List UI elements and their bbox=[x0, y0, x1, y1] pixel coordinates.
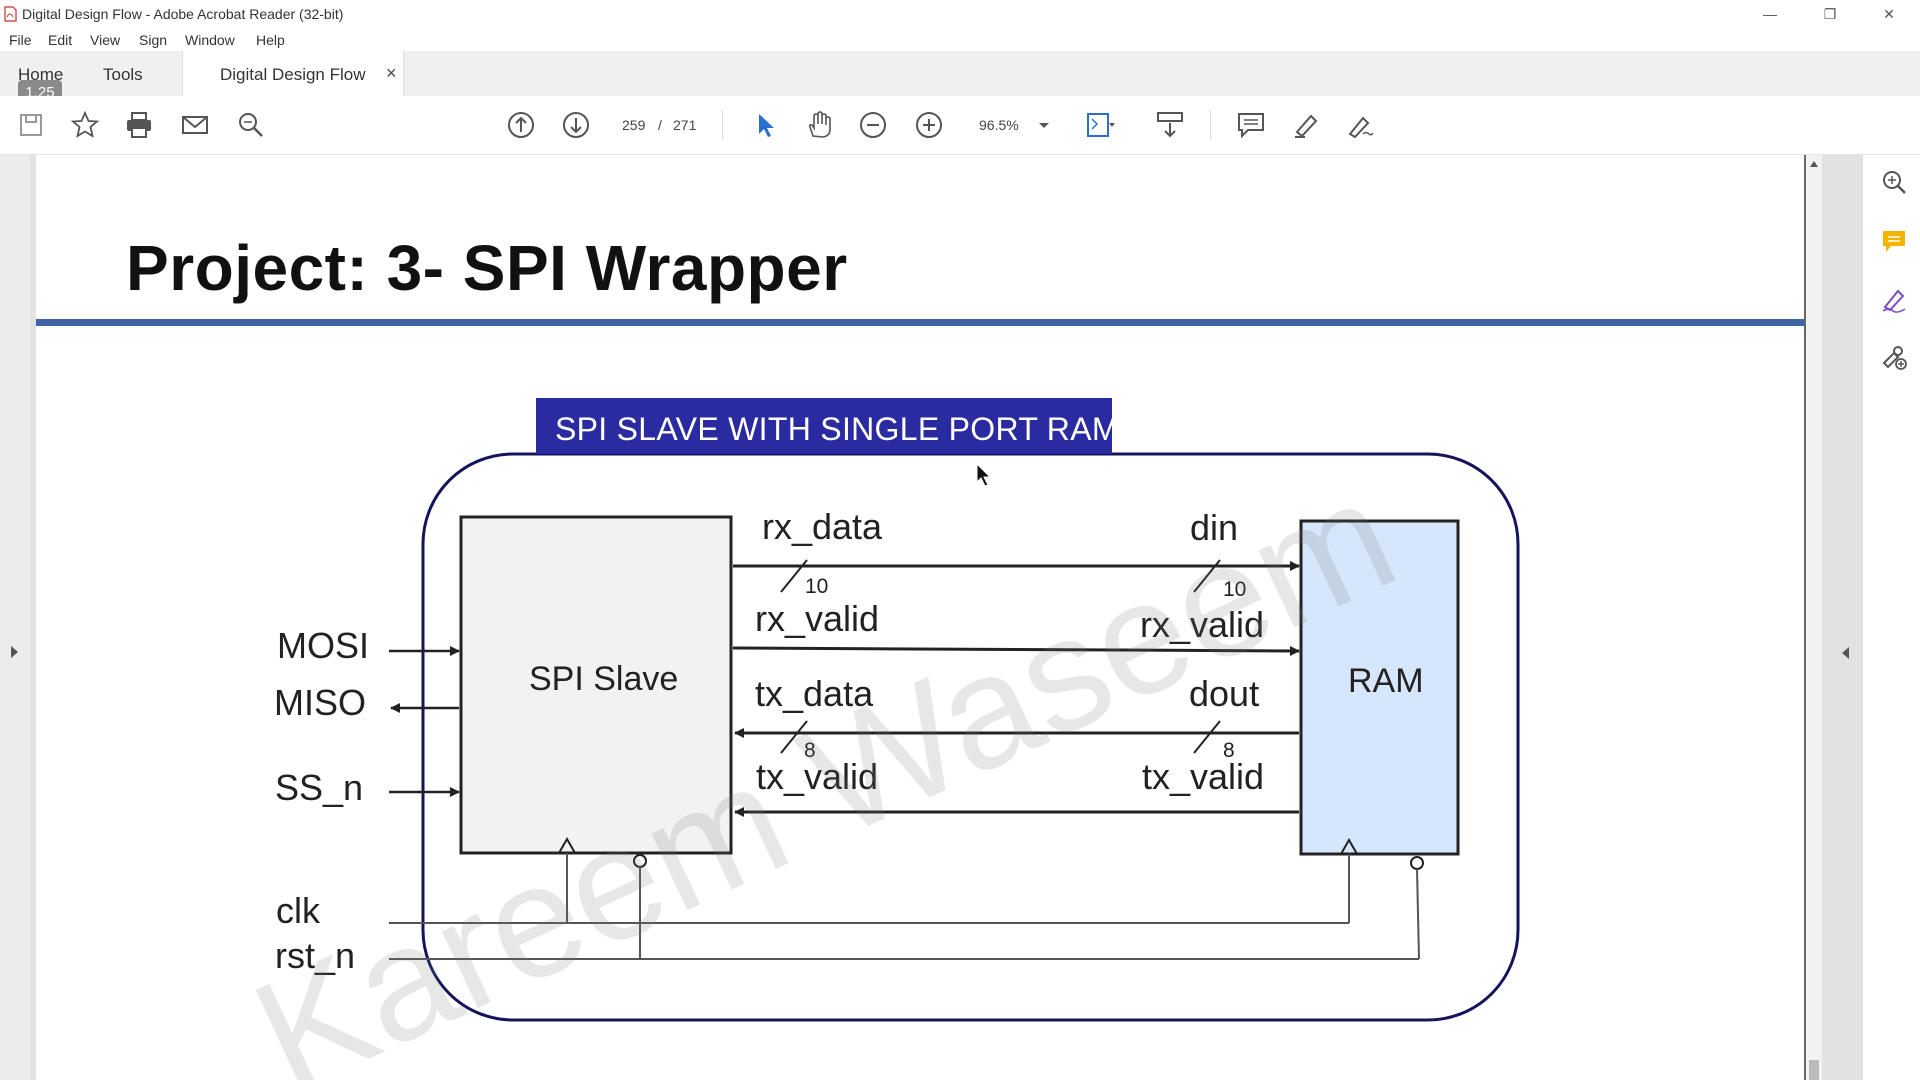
title-bar: Digital Design Flow - Adobe Acrobat Read… bbox=[0, 0, 1920, 28]
menu-edit[interactable]: Edit bbox=[48, 32, 73, 48]
rx-valid-left-label: rx_valid bbox=[755, 598, 880, 639]
select-cursor-icon[interactable] bbox=[750, 110, 780, 140]
tab-home[interactable]: Home bbox=[18, 65, 64, 84]
tx-valid-left-label: tx_valid bbox=[756, 756, 879, 797]
more-tools-icon[interactable] bbox=[1880, 343, 1908, 371]
page-edge-shadow bbox=[1804, 155, 1806, 1080]
comment-icon[interactable] bbox=[1236, 110, 1266, 140]
vertical-scrollbar[interactable] bbox=[1806, 155, 1822, 1080]
tx-data-width-tick bbox=[780, 720, 808, 754]
pdf-page: Project: 3- SPI Wrapper bbox=[36, 155, 1804, 1080]
dout-width-label: 8 bbox=[1223, 739, 1235, 762]
email-icon[interactable] bbox=[180, 110, 210, 140]
tx-data-label: tx_data bbox=[755, 673, 874, 714]
restore-button[interactable]: ❐ bbox=[1823, 6, 1837, 22]
mosi-label: MOSI bbox=[277, 625, 370, 666]
scrollbar-thumb[interactable] bbox=[1809, 1060, 1819, 1080]
fit-page-icon[interactable] bbox=[1085, 110, 1115, 140]
zoom-in-icon[interactable] bbox=[914, 110, 944, 140]
rx-valid-wire bbox=[732, 645, 1300, 656]
title-rule bbox=[36, 319, 1804, 326]
hand-icon[interactable] bbox=[804, 110, 834, 140]
slide-title: Project: 3- SPI Wrapper bbox=[126, 232, 848, 304]
zoom-search-icon[interactable] bbox=[1880, 168, 1908, 196]
ram-clock-triangle bbox=[1340, 837, 1358, 855]
tx-valid-right-label: tx_valid bbox=[1142, 756, 1265, 797]
diagram-banner bbox=[536, 398, 1112, 454]
rst-n-label: rst_n bbox=[275, 935, 356, 976]
spi-clock-triangle bbox=[558, 836, 576, 854]
tab-bar: Home Tools Digital Design Flow × bbox=[0, 51, 1920, 97]
collapse-right-panel-icon[interactable] bbox=[1840, 644, 1852, 662]
scroll-up-icon[interactable] bbox=[1809, 159, 1819, 169]
wrapper-outline bbox=[421, 452, 1520, 1022]
spi-slave-block bbox=[459, 515, 733, 855]
menu-bar: File Edit View Sign Window Help bbox=[0, 28, 1920, 51]
tab-tools[interactable]: Tools bbox=[103, 65, 143, 84]
minimize-button[interactable]: — bbox=[1763, 6, 1777, 22]
scroll-mode-icon[interactable] bbox=[1155, 110, 1185, 140]
ss-n-label: SS_n bbox=[275, 767, 364, 808]
spi-slave-label: SPI Slave bbox=[529, 660, 679, 698]
close-tab-button[interactable]: × bbox=[386, 63, 397, 83]
rx-valid-right-label: rx_valid bbox=[1140, 604, 1265, 645]
tab-document[interactable]: Digital Design Flow × bbox=[182, 51, 404, 96]
spi-wrapper-diagram bbox=[389, 452, 1520, 1022]
bookmark-star-icon[interactable] bbox=[70, 110, 100, 140]
close-window-button[interactable]: ✕ bbox=[1883, 6, 1895, 22]
ram-block bbox=[1299, 519, 1460, 856]
dout-label: dout bbox=[1189, 673, 1260, 714]
tab-document-label: Digital Design Flow bbox=[220, 65, 366, 84]
rst-ram-drop bbox=[1416, 868, 1420, 960]
search-icon[interactable] bbox=[236, 110, 266, 140]
menu-window[interactable]: Window bbox=[185, 32, 235, 48]
menu-file[interactable]: File bbox=[9, 32, 32, 48]
window-title: Digital Design Flow - Adobe Acrobat Read… bbox=[22, 6, 344, 22]
diagram-banner-text: SPI SLAVE WITH SINGLE PORT RAM bbox=[555, 411, 1119, 447]
expand-left-panel-icon[interactable] bbox=[8, 643, 20, 661]
sign-icon[interactable] bbox=[1345, 110, 1375, 140]
comment-panel-icon[interactable] bbox=[1880, 227, 1908, 255]
miso-label: MISO bbox=[274, 682, 367, 723]
toolbar-divider bbox=[722, 110, 723, 140]
toolbar-divider bbox=[1210, 110, 1211, 140]
menu-help[interactable]: Help bbox=[256, 32, 285, 48]
page-down-icon[interactable] bbox=[561, 110, 591, 140]
clk-label: clk bbox=[276, 890, 320, 931]
fill-sign-icon[interactable] bbox=[1880, 285, 1908, 313]
ram-label: RAM bbox=[1348, 662, 1424, 700]
page-number-input[interactable]: 259 bbox=[622, 117, 646, 133]
ram-reset-bubble bbox=[1410, 856, 1424, 870]
toolbar: 259 / 271 96.5% bbox=[0, 96, 1920, 155]
zoom-out-icon[interactable] bbox=[858, 110, 888, 140]
rx-data-width-tick bbox=[780, 559, 808, 593]
zoom-dropdown-icon[interactable] bbox=[1035, 116, 1053, 134]
menu-view[interactable]: View bbox=[90, 32, 121, 48]
left-navigation-strip bbox=[0, 155, 30, 1080]
page-total: 271 bbox=[673, 117, 697, 133]
rx-data-label: rx_data bbox=[762, 506, 883, 547]
dout-width-tick bbox=[1193, 720, 1221, 754]
right-tools-panel bbox=[1862, 155, 1920, 1080]
din-label: din bbox=[1190, 507, 1239, 548]
print-icon[interactable] bbox=[124, 110, 154, 140]
highlight-pen-icon[interactable] bbox=[1291, 110, 1321, 140]
din-width-label: 10 bbox=[1223, 578, 1247, 601]
zoom-level-input[interactable]: 96.5% bbox=[979, 117, 1019, 133]
page-separator: / bbox=[658, 117, 662, 133]
page-up-icon[interactable] bbox=[506, 110, 536, 140]
din-width-tick bbox=[1193, 559, 1221, 593]
menu-sign[interactable]: Sign bbox=[139, 32, 168, 48]
tx-data-width-label: 8 bbox=[804, 739, 816, 762]
save-icon[interactable] bbox=[16, 110, 46, 140]
acrobat-app-icon bbox=[4, 6, 17, 22]
mouse-cursor-icon bbox=[976, 463, 992, 487]
rx-data-width-label: 10 bbox=[805, 575, 829, 598]
